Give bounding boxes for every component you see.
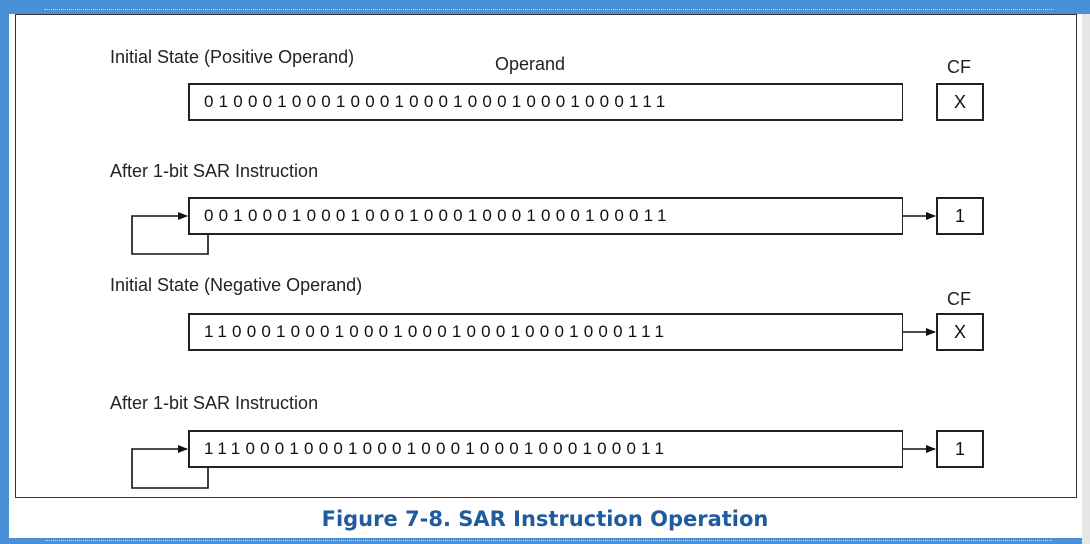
scrollbar[interactable] bbox=[1082, 14, 1090, 544]
diagram-frame bbox=[15, 14, 1077, 498]
window-bottom-bar bbox=[9, 538, 1082, 544]
cf-label-2: CF bbox=[947, 289, 971, 309]
row-4-sign-loop-arrow bbox=[131, 445, 209, 489]
row-2-cf-flag: 1 bbox=[936, 197, 984, 235]
row-3-label: Initial State (Negative Operand) bbox=[110, 275, 363, 295]
row-2-sign-loop-arrow bbox=[131, 212, 209, 255]
row-4-operand-bits: 11100010001000100010001000100011 bbox=[188, 430, 903, 468]
row-1-label: Initial State (Positive Operand) bbox=[110, 47, 355, 67]
row-1-operand-bits: 01000100010001000100010001000111 bbox=[188, 83, 903, 121]
row-2-operand-bits: 00100010001000100010001000100011 bbox=[188, 197, 903, 235]
row-2-label: After 1-bit SAR Instruction bbox=[110, 161, 319, 181]
window-left-bar bbox=[0, 14, 9, 544]
row-3-operand-bits: 11000100010001000100010001000111 bbox=[188, 313, 903, 351]
operand-label: Operand bbox=[495, 54, 566, 74]
window-top-bar bbox=[0, 0, 1090, 14]
figure-caption: Figure 7-8. SAR Instruction Operation bbox=[321, 507, 769, 531]
row-4-label: After 1-bit SAR Instruction bbox=[110, 393, 319, 413]
row-3-cf-flag: X bbox=[936, 313, 984, 351]
row-4-cf-flag: 1 bbox=[936, 430, 984, 468]
cf-label-1: CF bbox=[947, 57, 971, 77]
row-1-cf-flag: X bbox=[936, 83, 984, 121]
